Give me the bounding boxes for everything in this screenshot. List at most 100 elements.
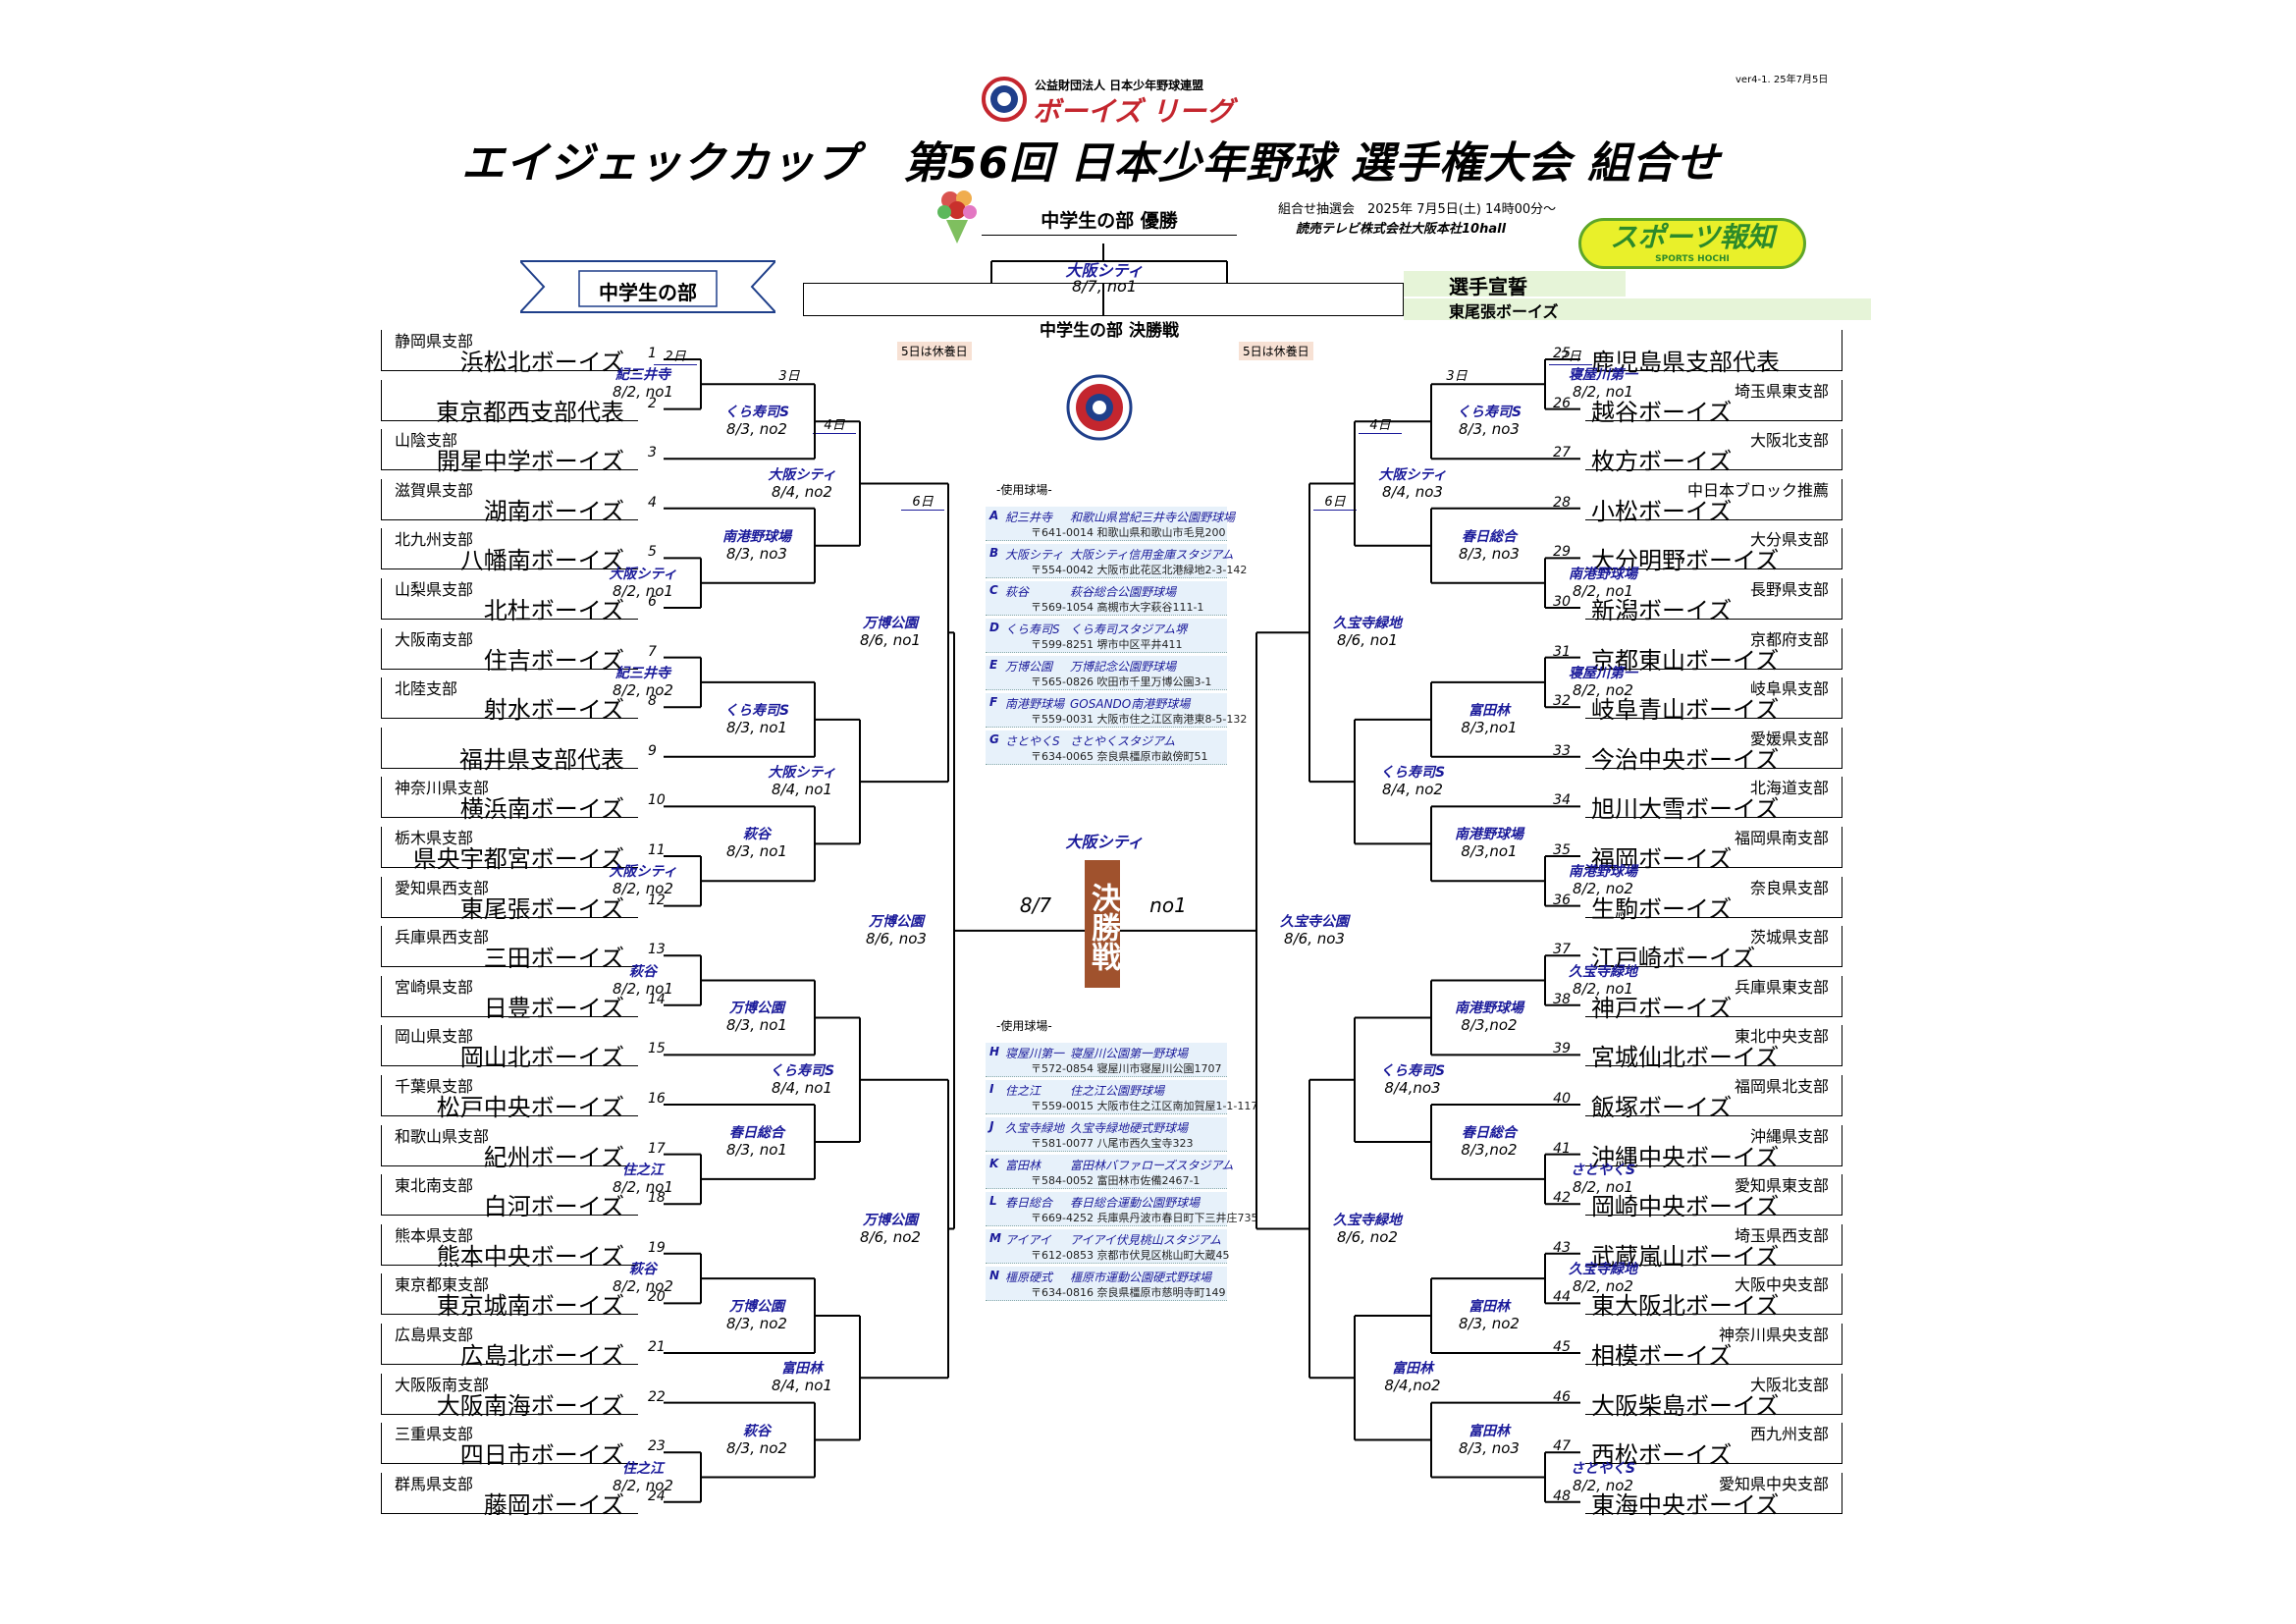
final-badge-text: 決勝戦 [1086, 883, 1120, 971]
right-team-box [1585, 379, 1842, 421]
left-r1-match-venue: 紀三井寺 [615, 367, 670, 384]
venues_top-row-name: 万博記念公園野球場 [1070, 660, 1177, 674]
sponsor-logo-text: スポーツ報知 [1610, 221, 1775, 253]
right-r2-match-label: 8/3, no3 [1459, 1438, 1520, 1457]
right-team-box [1585, 677, 1842, 720]
right-team-branch: 愛知県東支部 [1734, 1176, 1829, 1196]
final-badge: 決勝戦 [1085, 860, 1120, 988]
venues_bottom-row-name: 寝屋川公園第一野球場 [1070, 1047, 1189, 1060]
right-r1-match-venue: 久宝寺緑地 [1569, 1262, 1637, 1278]
left-team-branch: 広島県支部 [395, 1326, 474, 1344]
right-team-num: 48 [1553, 1488, 1571, 1504]
left-team-branch: 愛知県西支部 [395, 878, 490, 897]
left-team-num: 21 [648, 1339, 666, 1355]
right-r2-match-venue: くら寿司S [1456, 405, 1522, 421]
right-team-box [1585, 1223, 1842, 1266]
venues_bottom-row-short: 寝屋川第一 [1005, 1047, 1065, 1060]
right-team-box [1585, 1373, 1842, 1415]
venues_top-row-short: 大阪シティ [1005, 548, 1064, 562]
right-r2-match-venue: 春日総合 [1462, 528, 1517, 545]
right-team-branch: 福岡県南支部 [1734, 829, 1829, 847]
right-r2-match-label: 8/3, no3 [1459, 420, 1520, 439]
left-team-box [381, 528, 638, 570]
left-semi-match-label: 8/6, no3 [866, 929, 927, 947]
left-team-num: 13 [648, 942, 666, 958]
right-r1-match-venue: 久宝寺緑地 [1569, 963, 1637, 980]
right-team-branch: 長野県支部 [1749, 580, 1829, 599]
right-r2-match-label: 8/3,no1 [1461, 842, 1518, 861]
venues_bottom-row-name: 富田林バファローズスタジアム [1070, 1159, 1234, 1172]
right-r2-match-venue: 南港野球場 [1455, 827, 1523, 843]
left-team-branch: 岡山県支部 [395, 1027, 474, 1047]
right-team-box [1585, 777, 1842, 819]
left-team-num: 18 [648, 1190, 666, 1207]
venues_bottom-row-addr: 〒559-0015 大阪市住之江区南加賀屋1-1-117 [1031, 1100, 1258, 1112]
right-team-branch: 大阪中央支部 [1734, 1275, 1829, 1295]
left-team-branch: 千葉県支部 [395, 1077, 474, 1096]
right-team-num: 30 [1553, 594, 1571, 610]
left-team-box [381, 1124, 638, 1166]
left-r3-match-label: 8/4, no1 [772, 781, 832, 799]
right-r4-match-venue: 久宝寺緑地 [1333, 1212, 1402, 1228]
left-team-branch: 熊本県支部 [395, 1225, 474, 1245]
right-r3-match-label: 8/4,no2 [1384, 1377, 1441, 1395]
venues_bottom-row-addr: 〒669-4252 兵庫県丹波市春日町下三井庄735 [1031, 1212, 1258, 1224]
left-team-box [381, 727, 638, 769]
left-team-branch: 栃木県支部 [395, 829, 474, 847]
left-r4-match-venue: 万博公園 [863, 616, 918, 632]
right-team-num: 29 [1553, 544, 1571, 561]
champion-label: 中学生の部 優勝 [982, 206, 1237, 236]
right-team-num: 28 [1553, 494, 1571, 511]
left-team-num: 5 [648, 544, 657, 561]
right-r1-match-venue: さとやくS [1570, 1162, 1636, 1178]
left-team-name: 開星中学ボーイズ [436, 448, 624, 476]
left-team-branch: 神奈川県支部 [395, 779, 490, 798]
venues_bottom-heading: -使用球場- [996, 1019, 1052, 1033]
left-team-branch: 三重県支部 [395, 1425, 474, 1444]
venues_top-row [986, 581, 1227, 616]
right-r2-match-label: 8/3,no1 [1461, 718, 1518, 736]
draw-info-date: 組合せ抽選会 2025年 7月5日(土) 14時00分～ [1278, 202, 1557, 217]
venues_top-row-short: 萩谷 [1005, 585, 1030, 599]
left-team-box [381, 478, 638, 520]
left-team-name: 大阪南海ボーイズ [436, 1391, 624, 1420]
right-r1-match-venue: 寝屋川第一 [1569, 665, 1637, 681]
left-r2-match-venue: 万博公園 [729, 1001, 784, 1017]
sponsor-logo-sub: SPORTS HOCHI [1655, 254, 1730, 264]
left-team-name: 八幡南ボーイズ [459, 547, 624, 575]
right-team-branch: 西九州支部 [1749, 1425, 1829, 1444]
right-team-branch: 埼玉県東支部 [1734, 381, 1829, 401]
venues_bottom-row [986, 1080, 1227, 1114]
left-team-num: 17 [648, 1140, 666, 1157]
right-team-num: 46 [1553, 1388, 1571, 1405]
venues_top-row-code: C [989, 583, 998, 597]
left-team-num: 14 [648, 991, 666, 1007]
right-r1-match-label: 8/2, no2 [1573, 1476, 1633, 1494]
venues_bottom-row [986, 1267, 1227, 1301]
left-team-num: 1 [648, 346, 657, 361]
left-r2-match-venue: くら寿司S [723, 405, 790, 421]
right-team-num: 31 [1553, 643, 1571, 660]
left-team-num: 20 [648, 1289, 666, 1306]
right-team-num: 33 [1553, 742, 1571, 759]
left-r4-match-venue: 万博公園 [863, 1212, 918, 1228]
right-r1-match-venue: さとやくS [1570, 1460, 1636, 1477]
left-r2-match-label: 8/3, no2 [726, 1315, 787, 1333]
right-team-box [1585, 1423, 1842, 1465]
left-r2-match-label: 8/3, no1 [726, 842, 787, 861]
left-team-box [381, 1273, 638, 1316]
left-team-name: 湖南ボーイズ [483, 497, 624, 525]
division-ribbon: 中学生の部 [520, 257, 775, 314]
bouquet-icon [933, 187, 982, 245]
right-team-name: 神戸ボーイズ [1591, 994, 1733, 1022]
right-team-box [1585, 975, 1842, 1017]
right-team-branch: 埼玉県西支部 [1734, 1225, 1829, 1245]
final-box-right [1103, 283, 1404, 316]
left-r1-match-label: 8/2, no1 [613, 1177, 673, 1196]
left-r1-match-label: 8/2, no2 [613, 880, 673, 898]
venues_top-row [986, 507, 1227, 541]
right-team-name: 東海中央ボーイズ [1591, 1490, 1780, 1519]
right-team-box [1585, 1075, 1842, 1116]
right-team-branch: 大分県支部 [1749, 530, 1829, 550]
left-team-branch: 北九州支部 [395, 530, 474, 550]
